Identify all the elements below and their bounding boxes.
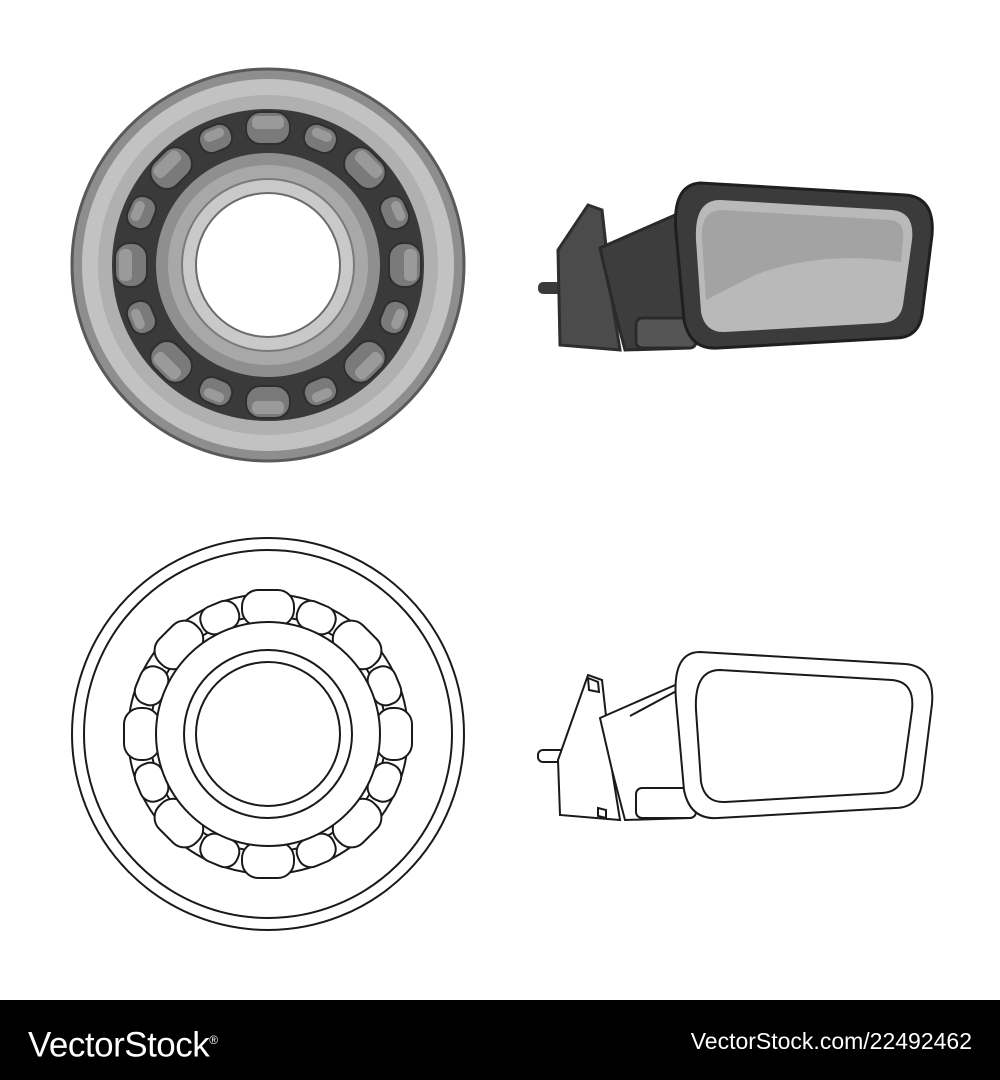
- registered-mark: ®: [209, 1033, 218, 1047]
- bearing-ball-highlight: [354, 150, 383, 179]
- bearing-ball-highlight: [311, 388, 332, 403]
- bearing-ball-highlight: [354, 351, 383, 380]
- mirror-outline-icon: [537, 650, 934, 822]
- bearing-ball: [241, 589, 295, 627]
- bearing-ball-highlight: [391, 201, 406, 222]
- icon-set: [70, 67, 934, 931]
- bearing-ball-highlight: [404, 249, 417, 281]
- bearing-ball-highlight: [391, 308, 406, 329]
- bearing-ball-highlight: [204, 127, 225, 142]
- brand-name: VectorStock: [28, 1025, 210, 1065]
- bearing-ball-highlight: [153, 351, 182, 380]
- illustration-canvas: [70, 67, 934, 931]
- bearing-ball-highlight: [204, 388, 225, 403]
- stock-id-url: VectorStock.com/22492462: [690, 1028, 972, 1054]
- bearing-ball-highlight: [311, 127, 332, 142]
- bearing-ball: [375, 707, 413, 761]
- bearing-ball-highlight: [252, 401, 284, 414]
- bearing-ball-highlight: [130, 201, 145, 222]
- bearing-ball-highlight: [153, 150, 182, 179]
- bearing-outline-icon: [71, 537, 465, 931]
- bearing-ball: [241, 841, 295, 879]
- bearing-ball-highlight: [252, 116, 284, 129]
- bearing-flat-icon: [70, 67, 466, 463]
- bearing-ball-highlight: [119, 249, 132, 281]
- mirror-flat-icon: [538, 181, 934, 352]
- brand-logo: VectorStock®: [28, 1018, 218, 1068]
- bearing-ball: [123, 707, 161, 761]
- bearing-ball-highlight: [130, 308, 145, 329]
- watermark-footer: VectorStock® VectorStock.com/22492462: [0, 1000, 1000, 1080]
